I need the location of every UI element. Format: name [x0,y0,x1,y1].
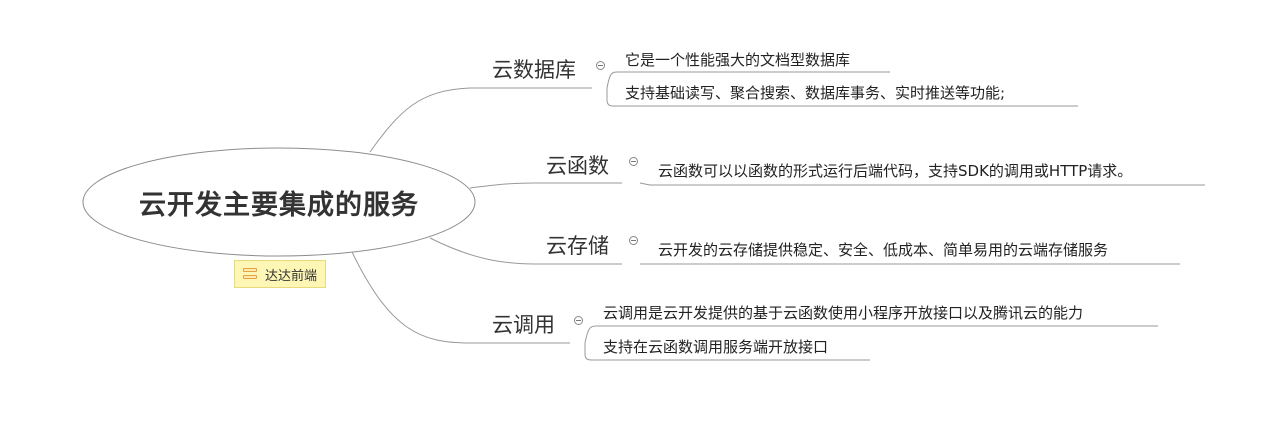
leaf-line-call-1 [584,325,1158,344]
connector-root-storage [429,237,622,265]
root-node-outline [82,147,476,257]
root-node[interactable]: 云开发主要集成的服务 [82,148,476,256]
leaf-node-database-1[interactable]: 它是一个性能强大的文档型数据库 [625,51,851,69]
leaf-node-function-1[interactable]: 云函数可以以函数的形式运行后端代码，支持SDK的调用或HTTP请求。 [658,162,1133,180]
branch-node-database[interactable]: 云数据库 [492,54,576,84]
notebook-icon [243,268,257,280]
collapse-icon[interactable] [596,61,605,70]
leaf-line-db-1 [606,71,890,89]
branch-label: 云函数 [546,154,609,178]
leaf-node-cloud-call-2[interactable]: 支持在云函数调用服务端开放接口 [603,338,829,356]
leaf-line-func-1 [639,182,1205,186]
leaf-node-database-2[interactable]: 支持基础读写、聚合搜索、数据库事务、实时推送等功能; [625,84,1006,102]
branch-label: 云存储 [546,234,609,258]
leaf-node-storage-1[interactable]: 云开发的云存储提供稳定、安全、低成本、简单易用的云端存储服务 [658,241,1109,259]
connector-root-call [351,251,570,344]
root-node-title: 云开发主要集成的服务 [139,189,419,221]
branch-node-storage[interactable]: 云存储 [546,230,609,260]
leaf-line-call-2 [584,343,870,361]
collapse-icon[interactable] [629,236,638,245]
collapse-icon[interactable] [629,157,638,166]
connector-root-db [369,87,592,153]
leaf-line-db-2 [606,88,1078,107]
branch-label: 云数据库 [492,58,576,82]
branch-node-cloud-call[interactable]: 云调用 [492,309,555,339]
branch-node-function[interactable]: 云函数 [546,150,609,180]
branch-label: 云调用 [492,313,555,337]
label-tag-text: 达达前端 [265,268,318,284]
leaf-node-cloud-call-1[interactable]: 云调用是云开发提供的基于云函数使用小程序开放接口以及腾讯云的能力 [603,304,1084,322]
collapse-icon[interactable] [574,316,583,325]
label-tag[interactable]: 达达前端 [234,260,326,288]
connector-root-func [469,182,622,189]
